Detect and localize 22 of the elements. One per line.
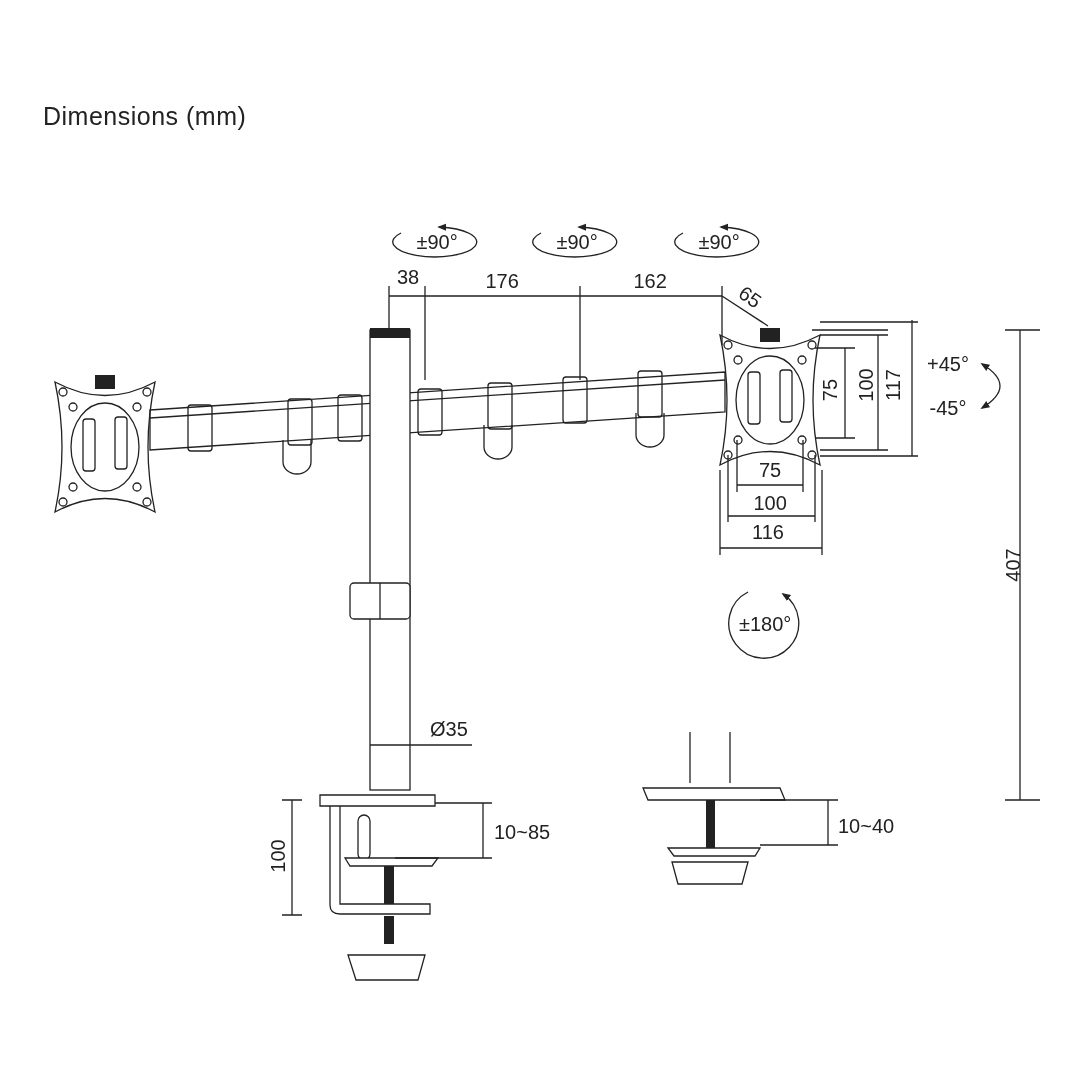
title: Dimensions (mm) [43,102,247,131]
dimension-label: Ø35 [430,718,468,740]
dimension-label: 10~85 [494,821,551,843]
dimension-label: 100 [266,839,289,873]
dimension-label: 75 [759,459,782,481]
dimension-label: ±180° [739,613,792,635]
dimension-label: 10~40 [838,815,895,837]
dimension-label: -45° [929,397,967,419]
dimension-label: 65 [734,281,766,313]
dimension-label: ±90° [556,231,598,253]
dimension-label: ±90° [698,231,740,253]
dimension-label: 117 [881,369,904,401]
dimension-label: 38 [397,266,420,288]
dimension-label: 75 [819,378,842,402]
dimension-label: 116 [752,521,784,543]
dimension-label: 176 [485,270,519,292]
dimension-label: +45° [927,353,969,375]
dimension-label: 100 [753,492,787,514]
dimension-label: 162 [633,270,667,292]
dimension-label: 407 [1001,548,1024,582]
dimension-label: ±90° [416,231,458,253]
dimension-label: 100 [854,368,877,402]
